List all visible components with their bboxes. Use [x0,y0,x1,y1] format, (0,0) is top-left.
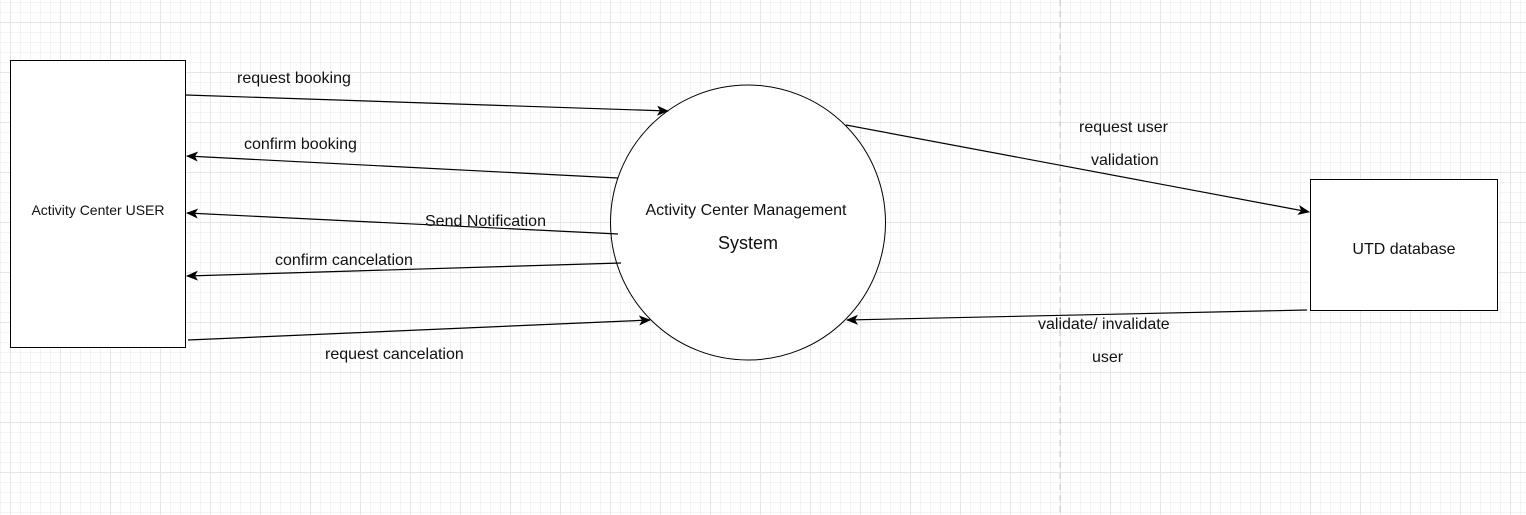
flow-validate-user-arrow[interactable] [846,309,1308,325]
flow-confirm-booking-label: confirm booking [244,136,357,153]
process-circle[interactable] [610,84,886,361]
flow-confirm-booking-arrow[interactable] [186,151,619,179]
process-label-line2: System [718,233,778,253]
process-label-line1: Activity Center Management [646,202,848,219]
flow-request-booking-label: request booking [237,70,351,87]
flow-request-validation-arrow[interactable] [845,124,1310,215]
flow-confirm-cancelation-arrow[interactable] [186,262,622,281]
flow-request-booking-arrow[interactable] [185,94,669,116]
entity-user-label: Activity Center USER [31,202,164,218]
flow-validate-user-label-line1: validate/ invalidate [1038,316,1170,333]
flow-request-cancelation-label: request cancelation [325,346,464,363]
flow-validate-user-label-line2: user [1092,349,1124,366]
entity-database-box[interactable] [1310,179,1498,311]
flow-request-cancelation-arrow[interactable] [187,315,651,341]
flow-send-notification-arrow[interactable] [186,208,619,235]
flow-request-validation-label-line1: request user [1079,119,1169,136]
entity-user-box[interactable] [10,60,186,348]
flow-confirm-cancelation-label: confirm cancelation [275,252,413,269]
entity-database-label: UTD database [1352,241,1455,258]
flow-send-notification-label: Send Notification [425,213,546,230]
flow-request-validation-label-line2: validation [1091,152,1159,169]
